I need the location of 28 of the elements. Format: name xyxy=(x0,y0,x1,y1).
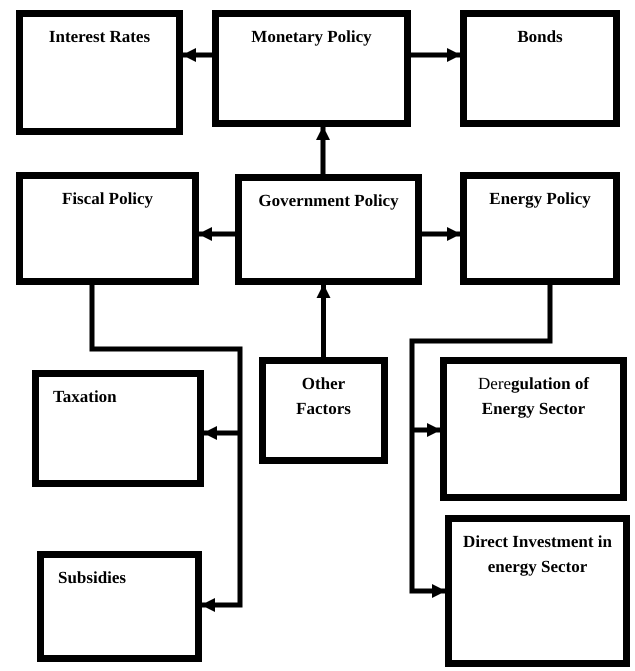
arrow xyxy=(411,48,461,62)
box-label: Subsidies xyxy=(57,567,128,589)
process-box xyxy=(37,551,202,662)
box-label: Direct Investment in energy Sector xyxy=(462,531,613,578)
arrow xyxy=(198,227,235,241)
box-label: Taxation xyxy=(52,386,118,408)
process-box xyxy=(212,10,411,127)
arrow xyxy=(422,227,461,241)
arrow xyxy=(182,48,212,62)
box-label: Government Policy xyxy=(257,190,400,212)
process-box xyxy=(16,172,199,285)
process-box xyxy=(16,10,183,135)
process-box xyxy=(235,174,422,285)
box-label: Bonds xyxy=(516,26,564,48)
box-label: Interest Rates xyxy=(48,26,152,48)
process-box xyxy=(460,10,620,127)
process-box xyxy=(460,172,620,285)
arrow xyxy=(316,284,330,357)
box-label: Deregulation of Energy Sector xyxy=(477,373,590,420)
process-box xyxy=(445,515,630,667)
process-box xyxy=(440,357,627,501)
box-label: Fiscal Policy xyxy=(60,188,154,210)
box-label: Other Factors xyxy=(295,373,352,420)
arrow xyxy=(316,126,330,174)
box-label: Energy Policy xyxy=(488,188,592,210)
box-label: Monetary Policy xyxy=(250,26,373,48)
process-box xyxy=(259,357,388,464)
process-box xyxy=(32,370,204,487)
